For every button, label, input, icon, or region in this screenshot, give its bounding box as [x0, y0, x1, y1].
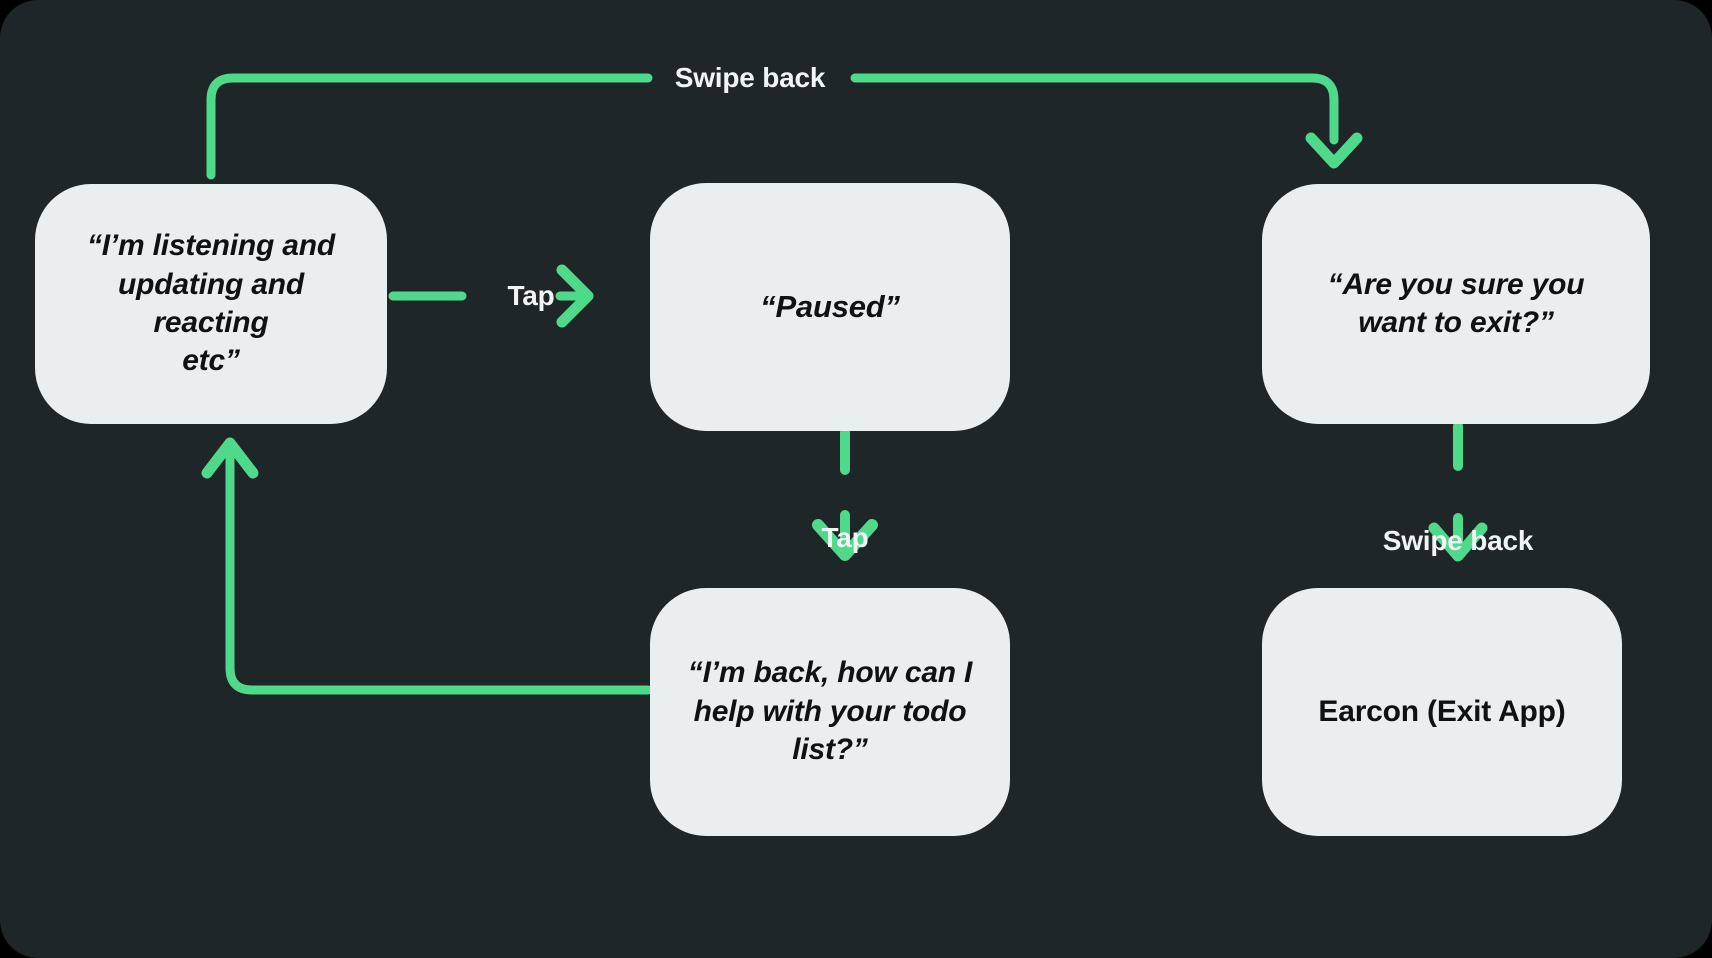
- edge-listening-to-paused: [388, 264, 594, 328]
- arrowhead-down-icon: [812, 519, 878, 561]
- edge-label-swipe-back-confirm-to-earcon: Swipe back: [1382, 525, 1534, 556]
- node-confirm-exit-label: “Are you sure you want to exit?”: [1327, 267, 1585, 339]
- node-paused-label: “Paused”: [760, 289, 900, 325]
- edge-label-tap-listening-to-paused: Tap: [507, 280, 555, 311]
- node-earcon[interactable]: Earcon (Exit App): [1262, 588, 1622, 836]
- node-earcon-label: Earcon (Exit App): [1318, 694, 1566, 728]
- edge-confirm-to-earcon: [1428, 421, 1488, 562]
- edge-back-to-listening: [201, 437, 653, 695]
- edge-paused-to-back: [812, 427, 878, 561]
- node-back[interactable]: “I’m back, how can I help with your todo…: [650, 588, 1010, 836]
- node-paused[interactable]: “Paused”: [650, 183, 1010, 431]
- node-listening-label: “I’m listening and updating and reacting…: [86, 229, 336, 378]
- arrowhead-up-icon: [201, 437, 259, 479]
- arrowhead-down-icon: [1428, 522, 1488, 562]
- edge-label-swipe-back-top: Swipe back: [674, 62, 826, 93]
- edge-listening-to-confirm: [206, 73, 1363, 180]
- arrowhead-right-icon: [556, 264, 594, 328]
- node-confirm-exit[interactable]: “Are you sure you want to exit?”: [1262, 184, 1650, 424]
- node-listening[interactable]: “I’m listening and updating and reacting…: [35, 184, 387, 424]
- node-back-label: “I’m back, how can I help with your todo…: [687, 656, 973, 767]
- arrowhead-down-icon: [1305, 132, 1363, 169]
- edge-label-tap-paused-to-back: Tap: [821, 522, 869, 553]
